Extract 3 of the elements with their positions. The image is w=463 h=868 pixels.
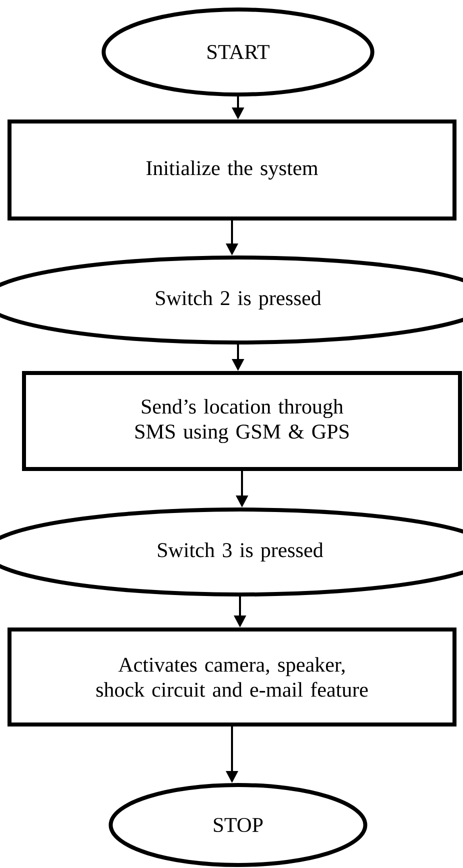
process-box: Send’s location through SMS using GSM & GPS	[22, 371, 462, 471]
process-box: Initialize the system	[8, 120, 456, 221]
process-box: Activates camera, speaker, shock circuit and e-mail feature	[8, 628, 456, 726]
